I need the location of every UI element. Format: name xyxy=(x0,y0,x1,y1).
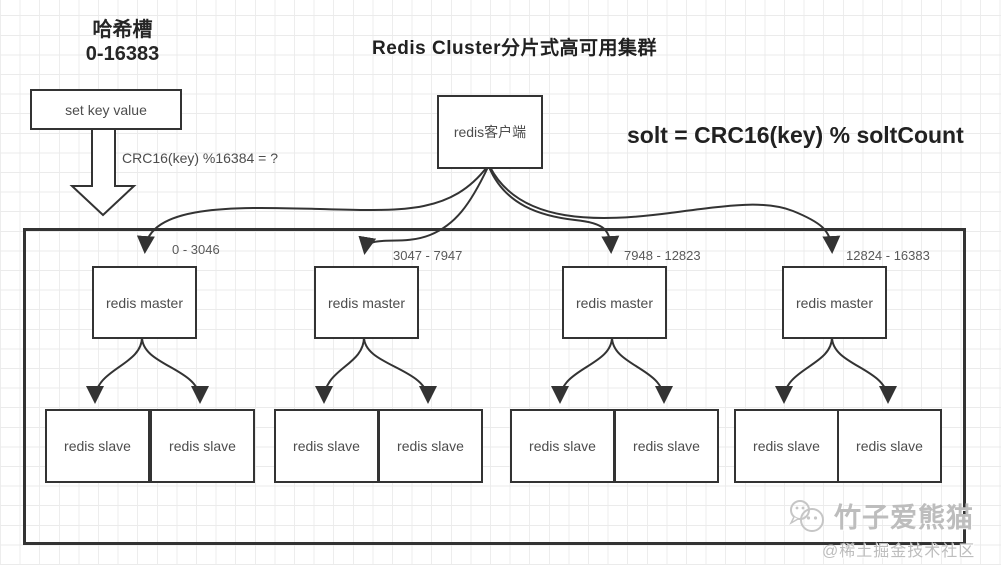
master-label: redis master xyxy=(795,294,874,311)
hash-slot-heading: 哈希槽 0-16383 xyxy=(40,18,205,66)
watermark-subtitle: @稀土掘金技术社区 xyxy=(822,543,976,560)
master-label: redis master xyxy=(105,294,184,311)
slave-box-3b: redis slave xyxy=(614,409,719,483)
slave-label: redis slave xyxy=(64,438,131,454)
master-box-1: redis master xyxy=(92,266,197,339)
slave-label: redis slave xyxy=(397,438,464,454)
hollow-down-arrow xyxy=(69,126,137,217)
master-label: redis master xyxy=(327,294,406,311)
slot-formula: solt = CRC16(key) % soltCount xyxy=(627,122,964,148)
slave-label: redis slave xyxy=(529,438,596,454)
slave-box-1b: redis slave xyxy=(150,409,255,483)
hash-slot-range: 0-16383 xyxy=(85,43,160,65)
set-key-value-box: set key value xyxy=(30,89,182,130)
page-title: Redis Cluster分片式高可用集群 xyxy=(372,38,657,59)
set-key-value-label: set key value xyxy=(65,101,147,118)
slot-range-label-1: 0 - 3046 xyxy=(172,242,220,257)
slave-box-4b: redis slave xyxy=(837,409,942,483)
slot-range-label-3: 7948 - 12823 xyxy=(624,248,701,263)
wechat-icon xyxy=(786,496,828,540)
slave-box-2a: redis slave xyxy=(274,409,379,483)
slave-box-2b: redis slave xyxy=(378,409,483,483)
slave-label: redis slave xyxy=(753,438,820,454)
slave-box-4a: redis slave xyxy=(734,409,839,483)
slot-range-label-2: 3047 - 7947 xyxy=(393,248,463,263)
slave-label: redis slave xyxy=(856,438,923,454)
cluster-container xyxy=(23,228,966,545)
redis-client-label: redis客户端 xyxy=(453,124,527,140)
slave-label: redis slave xyxy=(169,438,236,454)
master-box-3: redis master xyxy=(562,266,667,339)
watermark: 竹子爱熊猫 @稀土掘金技术社区 xyxy=(786,496,996,560)
master-box-4: redis master xyxy=(782,266,887,339)
slave-box-3a: redis slave xyxy=(510,409,615,483)
slave-box-1a: redis slave xyxy=(45,409,150,483)
master-label: redis master xyxy=(575,294,654,311)
redis-client-box: redis客户端 xyxy=(437,95,543,169)
slave-label: redis slave xyxy=(293,438,360,454)
slot-range-label-4: 12824 - 16383 xyxy=(846,248,930,263)
watermark-title: 竹子爱熊猫 xyxy=(834,502,974,533)
master-box-2: redis master xyxy=(314,266,419,339)
hash-slot-title: 哈希槽 xyxy=(92,19,153,41)
crc16-formula: CRC16(key) %16384 = ? xyxy=(122,150,279,166)
slave-label: redis slave xyxy=(633,438,700,454)
